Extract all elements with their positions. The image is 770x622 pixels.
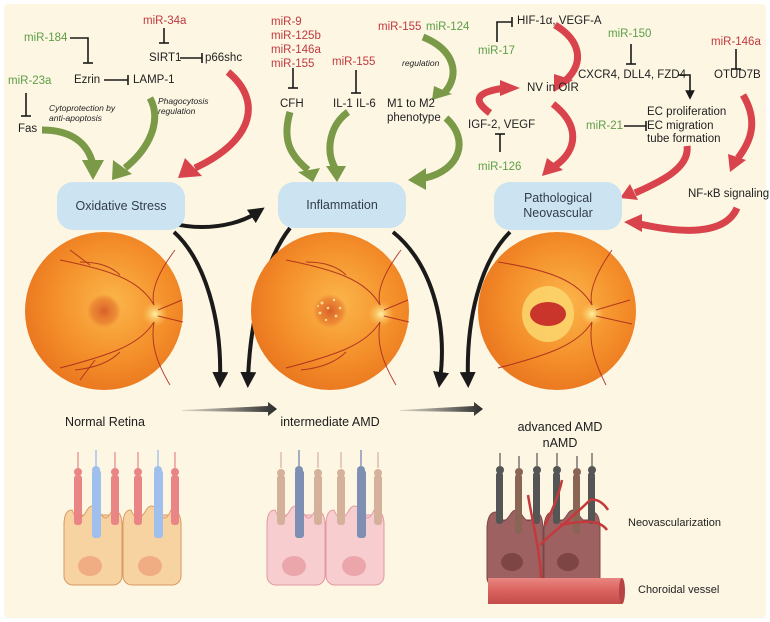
mirna-9: miR-9	[271, 16, 302, 28]
process-pathological-neovascular: Pathological Neovascular	[494, 182, 622, 230]
target-otud7b: OTUD7B	[714, 69, 761, 81]
regulation-lines	[21, 17, 741, 152]
choroidal-vessel	[488, 578, 622, 604]
cells-intermediate	[266, 450, 385, 586]
mirna-21: miR-21	[586, 120, 624, 132]
target-il1-il6: IL-1 IL-6	[333, 98, 376, 110]
mirna-155: miR-155	[271, 58, 315, 70]
neovessels	[526, 479, 610, 579]
target-p66shc: p66shc	[205, 52, 243, 64]
retina-advanced	[478, 232, 636, 390]
cells-advanced	[486, 453, 625, 604]
target-nfkb-signaling: NF-κB signaling	[688, 188, 770, 200]
mirna-146a: miR-146a	[271, 44, 321, 56]
process-oxidative-stress: Oxidative Stress	[57, 182, 185, 230]
stage-intermediate-amd: intermediate AMD	[280, 415, 380, 429]
target-hif1a-vegfa: HIF-1α, VEGF-A	[517, 15, 602, 27]
mirna-34a: miR-34a	[143, 15, 187, 27]
mirna-150: miR-150	[608, 28, 652, 40]
target-fas: Fas	[18, 123, 38, 135]
target-nv-in-oir: NV in OIR	[527, 82, 579, 94]
stage-progression-arrows	[182, 402, 483, 416]
mirna-184: miR-184	[24, 32, 68, 44]
annotation-phagocytosis: Phagocytosis regulation	[158, 96, 209, 116]
stage-advanced-amd: advanced AMD nAMD	[517, 420, 603, 450]
target-cfh: CFH	[280, 98, 304, 110]
process-inflammation: Inflammation	[278, 182, 406, 228]
mirna-155-m1: miR-155	[378, 21, 422, 33]
annotation-cytoprotection: Cytoprotection by anti-apoptosis	[49, 103, 116, 123]
stage-normal-retina: Normal Retina	[65, 415, 145, 429]
mirna-146a-nv: miR-146a	[711, 36, 761, 48]
label-neovascularization: Neovascularization	[628, 517, 721, 529]
mirna-group-cfh: miR-9 miR-125b miR-146a miR-155	[271, 15, 321, 71]
mirna-125b: miR-125b	[271, 30, 321, 42]
label-choroidal-vessel: Choroidal vessel	[638, 584, 720, 596]
target-igf2-vegf: IGF-2, VEGF	[468, 119, 536, 131]
target-sirt1: SIRT1	[149, 52, 182, 64]
mirna-23a: miR-23a	[8, 75, 52, 87]
mirna-124: miR-124	[426, 21, 470, 33]
target-m1-m2-phenotype: M1 to M2 phenotype	[387, 98, 441, 124]
mirna-17: miR-17	[478, 45, 516, 57]
retina-normal	[25, 232, 184, 390]
retina-intermediate	[251, 232, 410, 390]
pathway-arrows	[41, 21, 756, 234]
annotation-regulation: regulation	[402, 58, 440, 68]
inhibition-line-mir184-ezrin	[70, 37, 89, 63]
cells-normal	[63, 450, 182, 586]
target-lamp1: LAMP-1	[133, 74, 175, 86]
target-ec-processes: EC proliferation EC migration tube forma…	[647, 106, 727, 145]
mirna-155-il: miR-155	[332, 56, 376, 68]
target-ezrin: Ezrin	[74, 74, 101, 86]
mirna-126: miR-126	[478, 161, 522, 173]
target-cxcr4-dll4-fzd4: CXCR4, DLL4, FZD4	[578, 69, 687, 81]
